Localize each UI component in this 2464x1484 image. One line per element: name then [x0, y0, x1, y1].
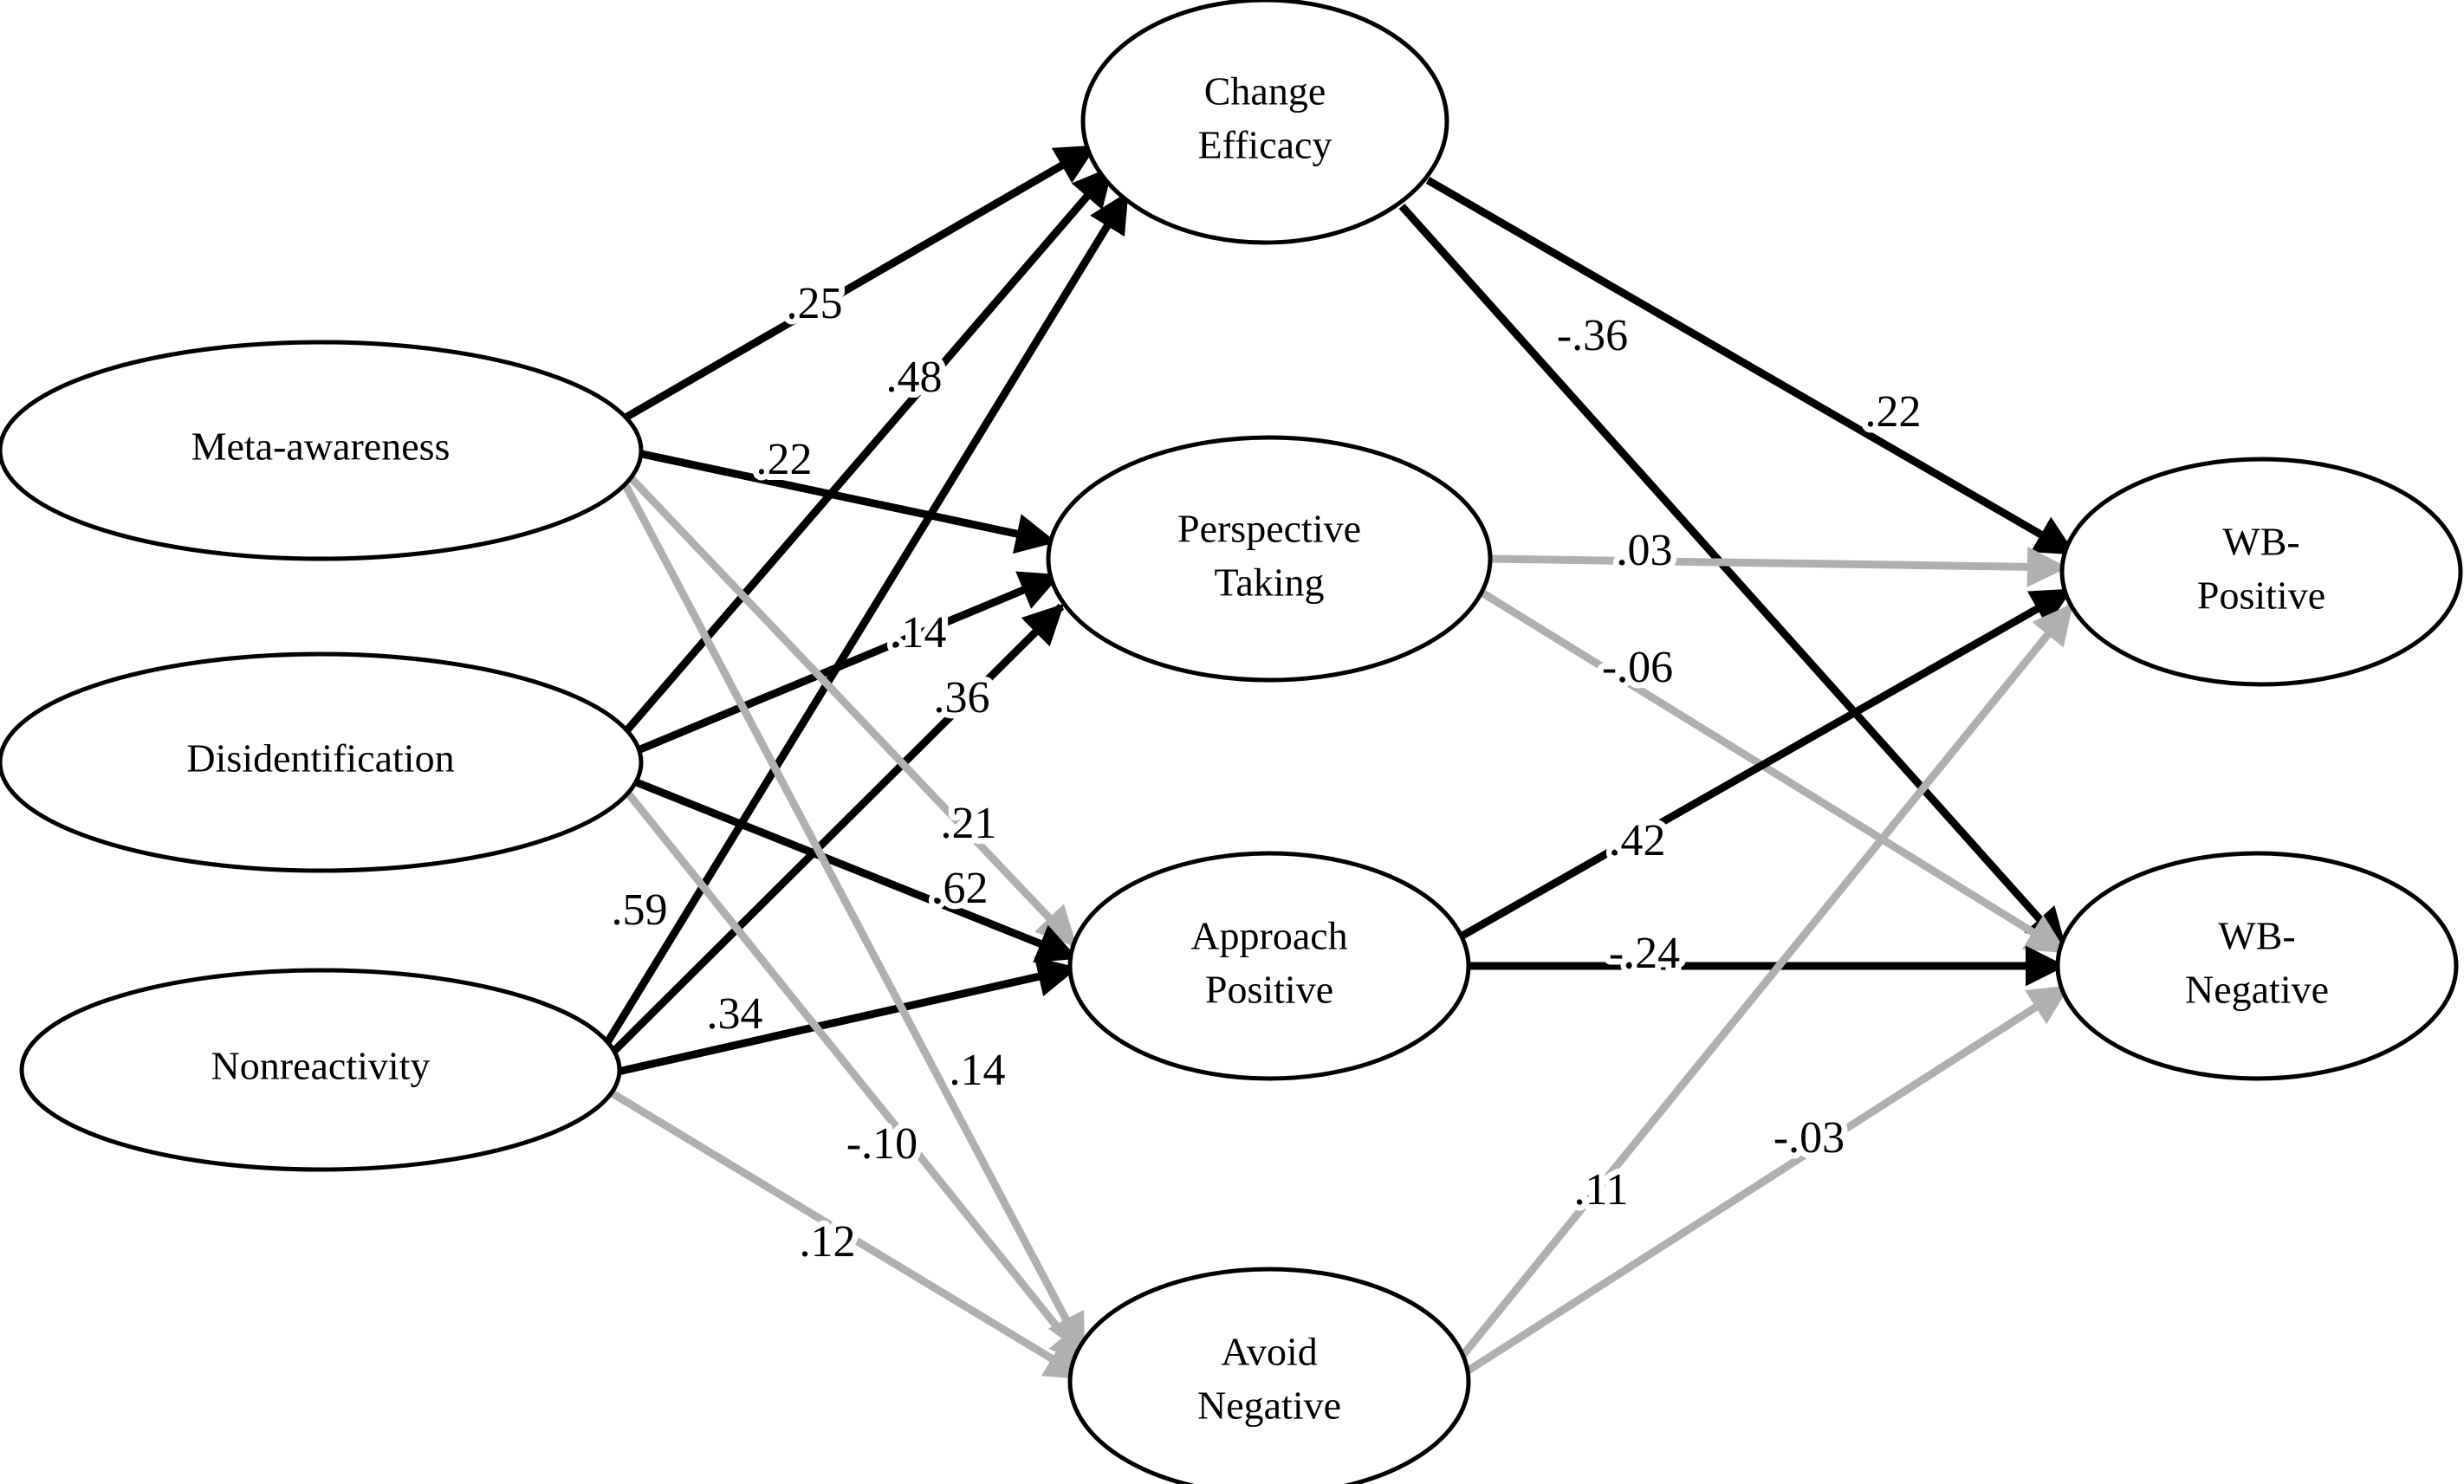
path-edge [604, 1086, 1087, 1381]
coefficient-label-halo: .14 [891, 608, 947, 658]
node-ellipse-meta_awareness [0, 340, 644, 561]
node-label-avoid_negative-line2: Negative [1197, 1384, 1341, 1428]
node-ellipse-nonreactivity [19, 968, 622, 1172]
coefficient-label-halo: .34 [707, 989, 763, 1039]
coefficient-label: -.36 [1557, 311, 1628, 360]
path-edge [624, 571, 1061, 760]
node-disidentification: Disidentification [0, 651, 644, 873]
coefficient-label-halo: .25 [787, 279, 843, 328]
coefficient-label: .03 [1617, 526, 1673, 575]
coefficient-label: .48 [886, 353, 943, 402]
path-edge [606, 956, 1079, 1079]
coefficient-label: .36 [934, 673, 990, 723]
node-label-change_efficacy: Change [1204, 69, 1326, 113]
coefficient-label-halo: .14 [950, 1046, 1006, 1095]
coefficient-label: -.03 [1773, 1113, 1845, 1163]
node-ellipse-wb_positive [2059, 457, 2463, 687]
path-edge [1459, 603, 2074, 1358]
path-edge [624, 774, 1079, 963]
coefficient-label-halo: .36 [934, 673, 990, 723]
coefficient-label: .34 [707, 989, 763, 1039]
node-label-approach_positive-line2: Positive [1205, 968, 1333, 1012]
node-label-nonreactivity: Nonreactivity [211, 1044, 431, 1088]
node-label-meta_awareness: Meta-awareness [191, 424, 451, 469]
path-edge [1398, 203, 2067, 949]
coefficient-label-halo: .22 [756, 435, 813, 484]
node-wb_positive: WB- Positive [2059, 457, 2463, 687]
node-nonreactivity: Nonreactivity [19, 968, 622, 1172]
node-label-wb_negative-line2: Negative [2185, 968, 2329, 1012]
coefficient-label-halo: .21 [941, 799, 997, 848]
node-ellipse-avoid_negative [1067, 1267, 1471, 1484]
edges-layer [603, 144, 2077, 1381]
coefficient-label: -.24 [1609, 929, 1680, 978]
coefficient-label-halo: .11 [1573, 1165, 1628, 1215]
coefficient-label: .22 [1865, 387, 1922, 437]
coefficient-label-halo: .59 [612, 885, 668, 935]
coefficient-label-halo: .22 [1865, 387, 1922, 437]
path-edge [603, 191, 1130, 1047]
coefficient-label-halo: -.24 [1609, 929, 1680, 978]
path-edge [1488, 546, 2068, 587]
coefficient-label: .22 [756, 435, 813, 484]
coefficient-label: .14 [891, 608, 947, 658]
node-ellipse-change_efficacy [1080, 0, 1449, 245]
path-edge [625, 446, 1057, 554]
coefficient-label: .62 [932, 864, 989, 913]
node-label-disidentification: Disidentification [186, 736, 454, 781]
node-label-approach_positive: Approach [1190, 914, 1347, 958]
coefficient-label: -.10 [846, 1119, 918, 1169]
node-label-avoid_negative: Avoid [1221, 1330, 1318, 1374]
coefficient-label-halo: .03 [1617, 526, 1673, 575]
coefficient-label-halo: -.10 [846, 1119, 918, 1169]
path-edge [622, 787, 1091, 1368]
path-edge [623, 144, 1098, 421]
node-ellipse-wb_negative [2055, 851, 2459, 1081]
coefficient-label: .42 [1610, 816, 1666, 865]
node-label-wb_negative: WB- [2218, 914, 2295, 958]
coefficient-label-halo: .62 [932, 864, 989, 913]
coefficient-label: .25 [787, 279, 843, 328]
coefficient-label: .11 [1573, 1165, 1628, 1215]
coefficient-label: .21 [941, 799, 997, 848]
node-label-wb_positive: WB- [2222, 520, 2299, 564]
node-wb_negative: WB- Negative [2055, 851, 2459, 1081]
node-label-change_efficacy-line2: Efficacy [1198, 123, 1333, 167]
path-edge [622, 469, 1078, 948]
coefficient-label: -.06 [1602, 643, 1673, 692]
path-edge [1462, 984, 2070, 1377]
node-ellipse-approach_positive [1067, 851, 1471, 1081]
path-edge [603, 603, 1065, 1062]
coefficient-label-halo: -.03 [1773, 1113, 1845, 1163]
coefficient-label-halo: .12 [800, 1217, 856, 1267]
path-edge [622, 483, 1086, 1356]
path-edge [1425, 177, 2077, 556]
coefficient-label-halo: .48 [886, 353, 943, 402]
coefficient-label-halo: -.36 [1557, 311, 1628, 360]
node-label-perspective_taking: Perspective [1177, 507, 1361, 551]
coefficient-label: .14 [950, 1046, 1006, 1095]
node-label-perspective_taking-line2: Taking [1214, 561, 1324, 605]
coefficient-label-halo: .42 [1610, 816, 1666, 865]
coefficient-label-halo: -.06 [1602, 643, 1673, 692]
node-label-wb_positive-line2: Positive [2197, 574, 2325, 618]
coefficient-label: .12 [800, 1217, 856, 1267]
coefficient-labels-layer: .25.25.48.48.59.59.22.22.14.14.36.36.21.… [606, 273, 1928, 1273]
path-edge [1460, 587, 2073, 939]
node-ellipse-perspective_taking [1046, 435, 1493, 683]
path-edge [1481, 590, 2067, 955]
node-meta_awareness: Meta-awareness [0, 340, 644, 561]
node-ellipse-disidentification [0, 651, 644, 873]
path-edge [622, 165, 1114, 735]
coefficient-label: .59 [612, 885, 668, 935]
